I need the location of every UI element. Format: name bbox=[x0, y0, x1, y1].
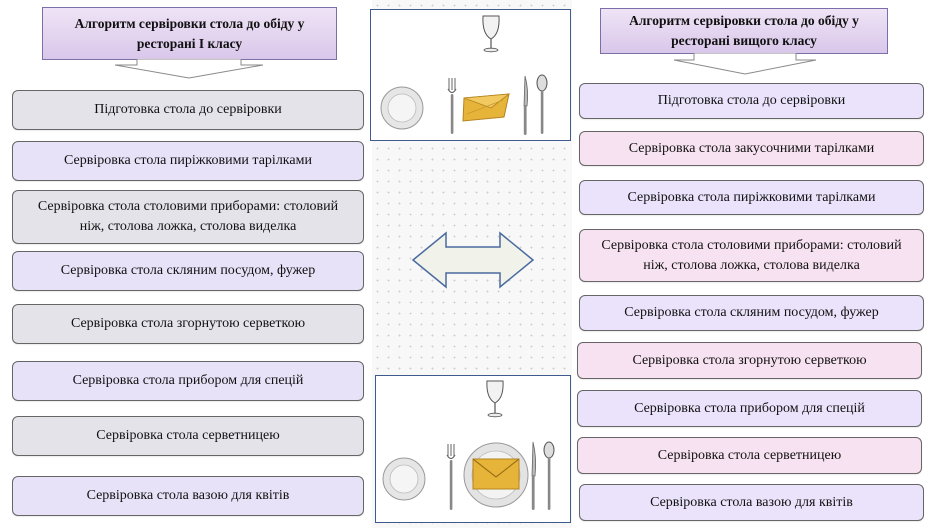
knife-icon bbox=[523, 75, 529, 135]
right-step-8: Сервіровка стола серветницею bbox=[577, 437, 922, 474]
right-step-6: Сервіровка стола згорнутою серветкою bbox=[577, 342, 922, 379]
folded-napkin-icon bbox=[462, 93, 511, 122]
wine-glass-icon bbox=[482, 15, 500, 53]
left-step-3: Сервіровка стола столовими приборами: ст… bbox=[12, 190, 364, 244]
left-step-2: Сервіровка стола пиріжковими тарілками bbox=[12, 141, 364, 181]
right-step-4: Сервіровка стола столовими приборами: ст… bbox=[579, 229, 924, 282]
left-step-8: Сервіровка стола вазою для квітів bbox=[12, 476, 364, 516]
left-step-6: Сервіровка стола прибором для спецій bbox=[12, 361, 364, 401]
right-step-7: Сервіровка стола прибором для спецій bbox=[577, 390, 922, 427]
double-headed-arrow-icon bbox=[411, 231, 535, 289]
right-algorithm-title: Алгоритм сервіровки стола до обіду у рес… bbox=[600, 8, 888, 54]
right-step-5: Сервіровка стола скляним посудом, фужер bbox=[579, 295, 924, 331]
left-header-down-arrow-icon bbox=[114, 59, 264, 79]
place-setting-illustration-icon bbox=[380, 15, 548, 135]
left-step-7: Сервіровка стола серветницею bbox=[12, 416, 364, 456]
spoon-icon bbox=[536, 74, 548, 134]
left-step-5: Сервіровка стола згорнутою серветкою bbox=[12, 304, 364, 344]
napkin-envelope-icon bbox=[472, 458, 520, 490]
left-step-1: Підготовка стола до сервіровки bbox=[12, 90, 364, 130]
right-step-3: Сервіровка стола пиріжковими тарілками bbox=[579, 180, 924, 215]
table-setting-picture-first-class bbox=[370, 9, 571, 141]
right-step-9: Сервіровка стола вазою для квітів bbox=[579, 484, 924, 521]
right-header-down-arrow-icon bbox=[673, 53, 817, 75]
right-step-1: Підготовка стола до сервіровки bbox=[579, 83, 924, 119]
bread-plate-icon bbox=[382, 457, 426, 501]
wine-glass-icon bbox=[486, 380, 504, 418]
right-step-2: Сервіровка стола закусочними тарілками bbox=[579, 131, 924, 166]
fork-icon bbox=[447, 78, 457, 134]
knife-icon bbox=[531, 441, 537, 510]
spoon-icon bbox=[543, 441, 555, 510]
left-algorithm-title: Алгоритм сервіровки стола до обіду у рес… bbox=[42, 7, 337, 60]
table-setting-picture-higher-class bbox=[375, 375, 571, 523]
plate-icon bbox=[380, 86, 424, 130]
fork-icon bbox=[446, 444, 456, 510]
place-setting-higher-illustration-icon bbox=[382, 380, 555, 510]
left-step-4: Сервіровка стола скляним посудом, фужер bbox=[12, 251, 364, 291]
